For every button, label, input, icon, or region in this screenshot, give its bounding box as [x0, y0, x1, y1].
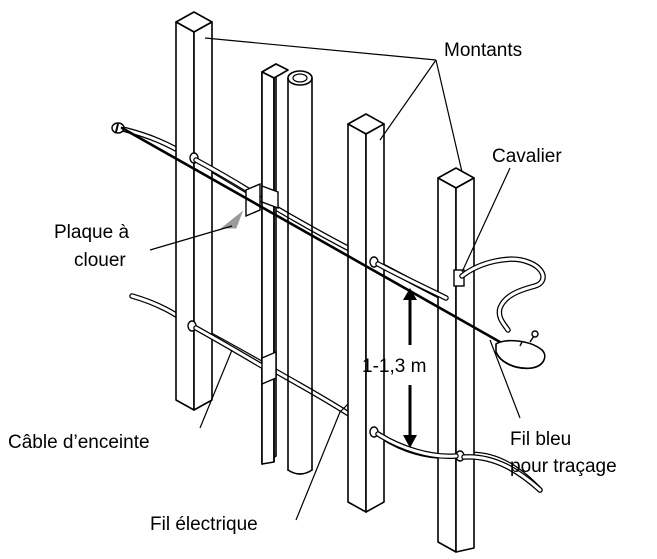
nail-plate-label-line1: Plaque à [54, 222, 129, 243]
height-label: 1-1,3 m [362, 356, 426, 377]
chalk-reel [495, 330, 546, 370]
nail-plate-label-line2: clouer [74, 250, 126, 271]
nail-plate-lower [261, 350, 277, 386]
speaker-cable-label: Câble d’enceinte [8, 432, 150, 453]
chalk-line-label-line2: pour traçage [510, 456, 617, 477]
nail-plate-arrow [220, 210, 244, 229]
staple-label: Cavalier [492, 146, 562, 167]
electric-wire-label: Fil électrique [150, 514, 258, 535]
leader-lines [149, 37, 521, 521]
chalk-line-label-line1: Fil bleu [510, 429, 571, 450]
studs-label: Montants [444, 40, 522, 61]
electric-wire [339, 403, 349, 413]
nail-plate-upper [245, 182, 279, 218]
staple [453, 256, 546, 333]
cable-holes [187, 152, 543, 493]
chalk-line [115, 123, 502, 344]
stud-left [175, 11, 213, 411]
height-dimension-arrow [403, 288, 417, 448]
stud-center [347, 113, 385, 513]
pipe [287, 70, 313, 475]
stud-right [437, 167, 475, 553]
stud-middle [261, 63, 289, 465]
